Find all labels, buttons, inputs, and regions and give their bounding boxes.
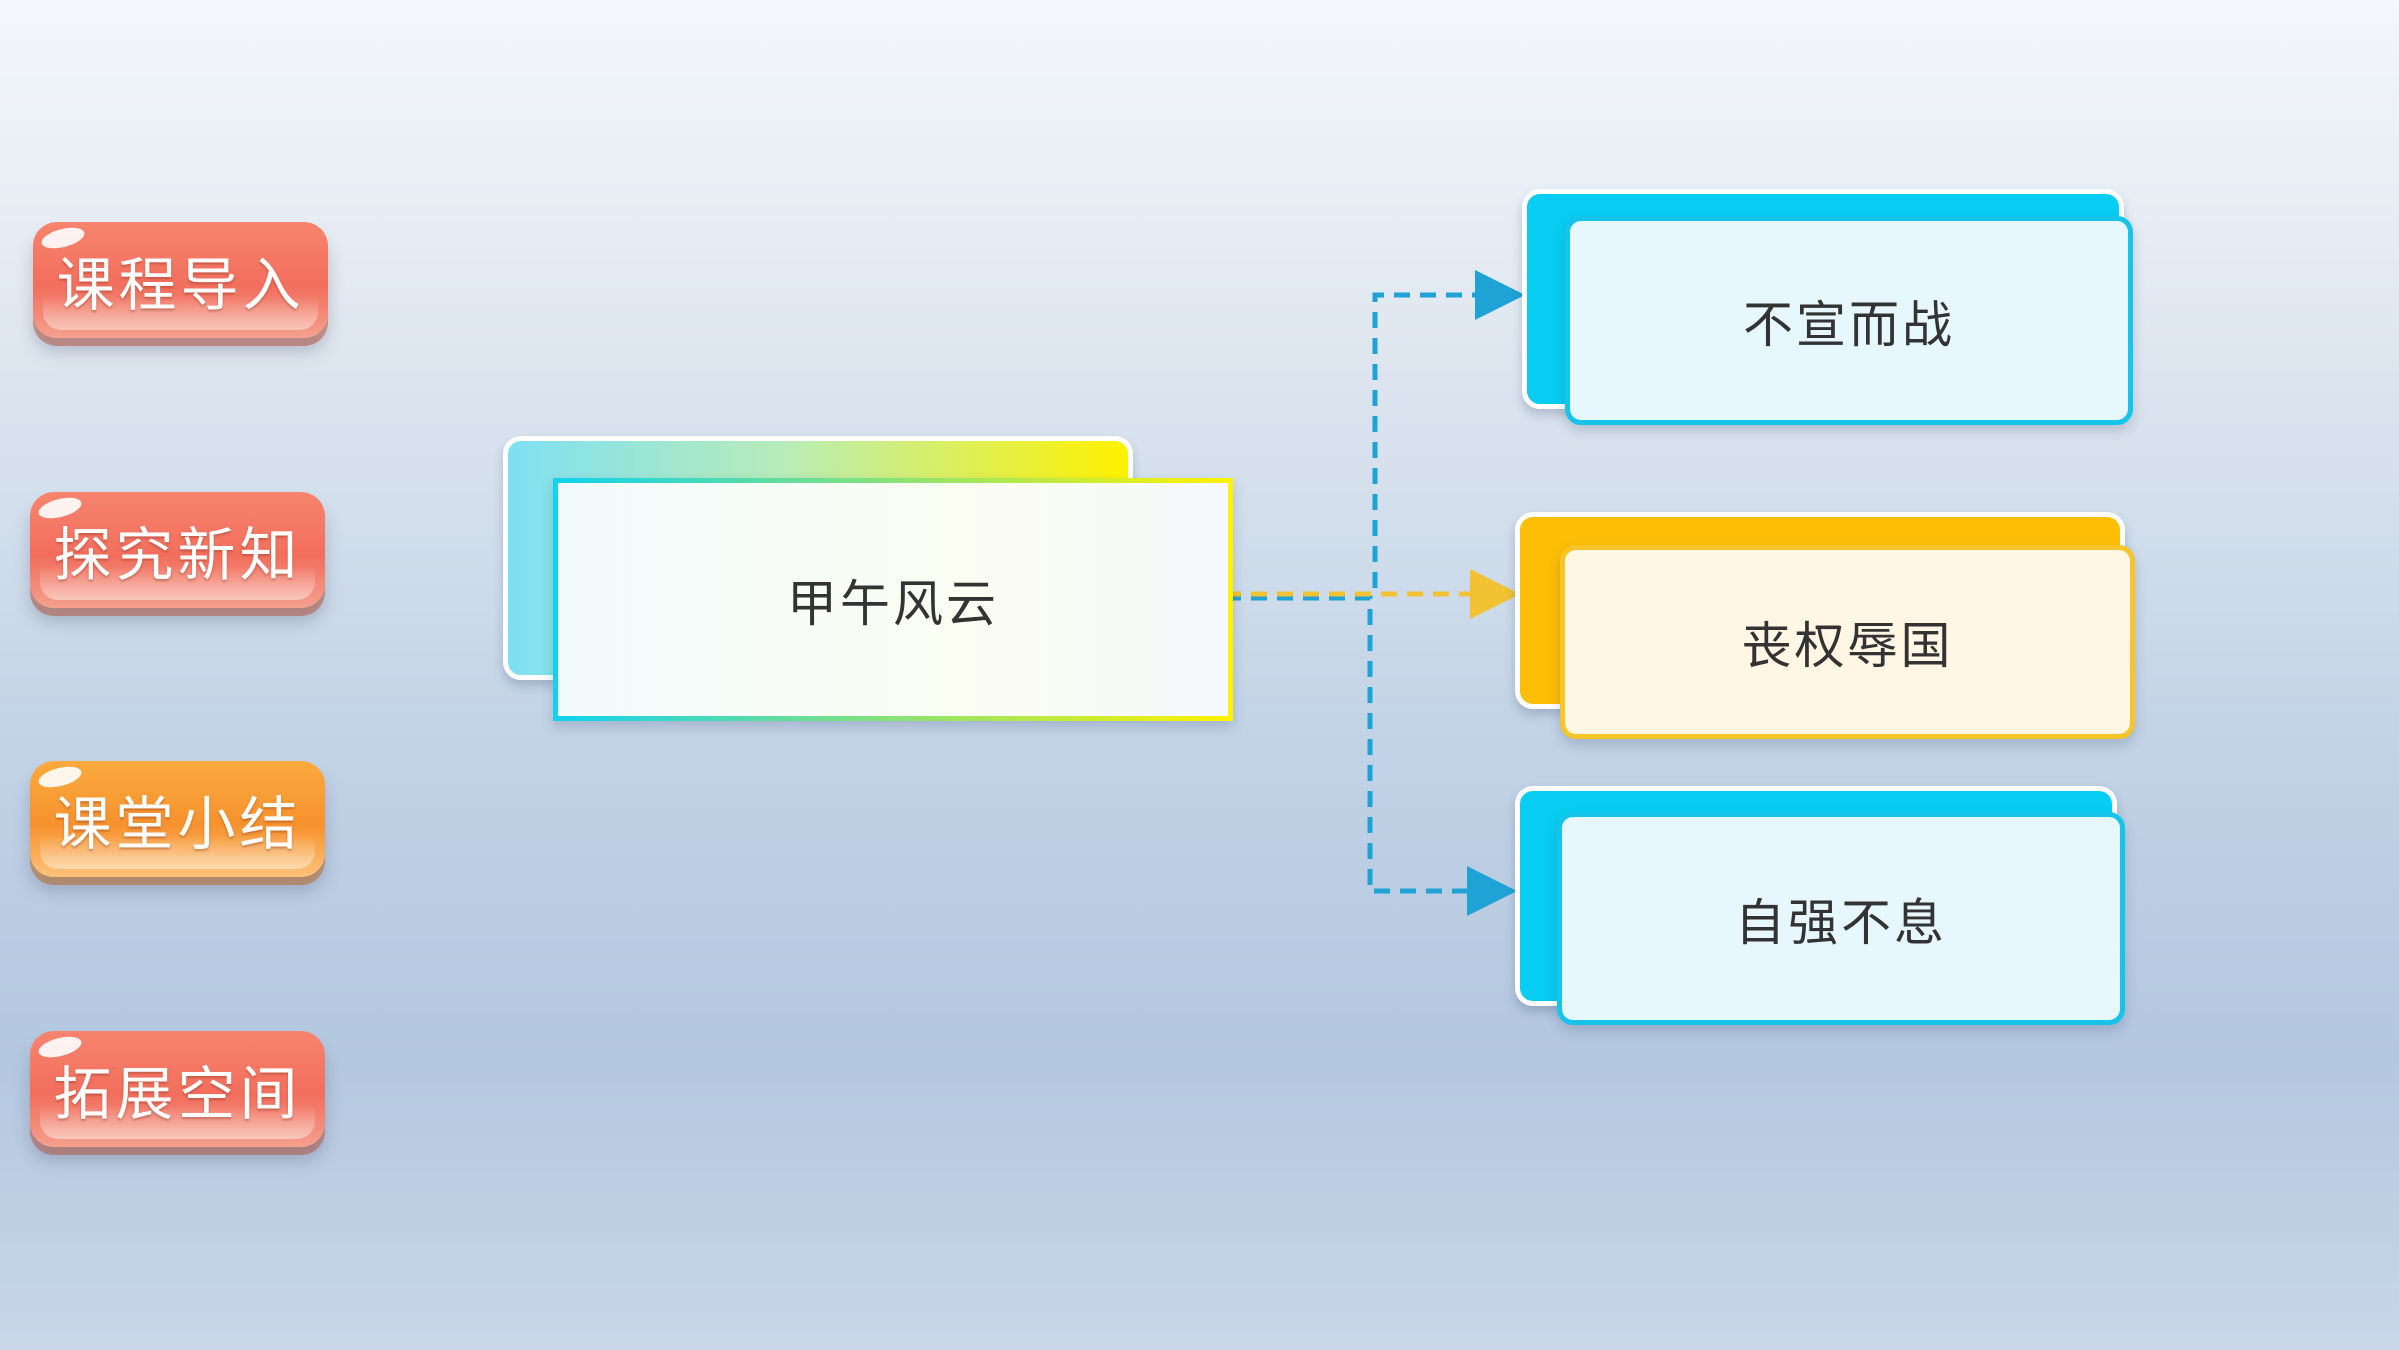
nav-label-extend: 拓展空间 [53, 1060, 302, 1128]
center-card[interactable]: 甲午风云 [553, 478, 1233, 721]
nav-button-course-intro[interactable]: 课程导入 [33, 222, 328, 338]
nav-button-summary[interactable]: 课堂小结 [30, 761, 325, 877]
center-title: 甲午风云 [787, 574, 999, 633]
nav-button-extend[interactable]: 拓展空间 [30, 1031, 325, 1147]
branch-card-third[interactable]: 自强不息 [1557, 812, 2125, 1025]
nav-label-summary: 课堂小结 [53, 790, 302, 858]
branch-label-third: 自强不息 [1735, 893, 1947, 952]
nav-label-course-intro: 课程导入 [56, 251, 305, 319]
branch-card-second[interactable]: 丧权辱国 [1560, 545, 2135, 739]
branch-label-second: 丧权辱国 [1741, 617, 1954, 675]
connector-to-first [1225, 270, 1525, 597]
branch-label-first: 不宣而战 [1743, 295, 1955, 354]
branch-card-first[interactable]: 不宣而战 [1565, 216, 2133, 425]
nav-button-explore[interactable]: 探究新知 [30, 492, 325, 608]
nav-label-explore: 探究新知 [53, 521, 302, 589]
connector-to-third [1225, 595, 1517, 916]
